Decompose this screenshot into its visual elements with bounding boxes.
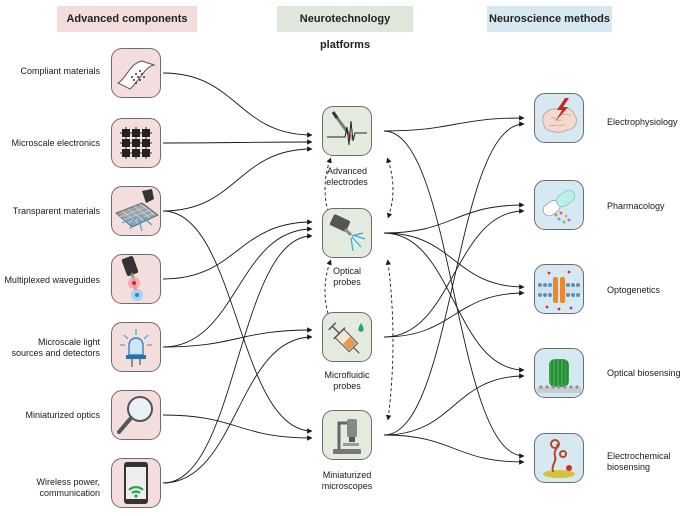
- platform-link-dashed-arrow: [386, 157, 394, 219]
- platform-to-method-arrow: [383, 434, 525, 465]
- header-neuroscience-methods: Neuroscience methods: [487, 6, 612, 32]
- component-to-platform-arrow: [162, 72, 313, 138]
- label-miniaturized-optics: Miniaturized optics: [25, 410, 100, 420]
- component-to-platform-arrow: [162, 139, 313, 145]
- transparent-mesh-icon: [115, 189, 159, 232]
- platform-to-method-arrow: [383, 373, 525, 436]
- smartphone-wireless-icon: [124, 462, 148, 504]
- microscope-icon: [333, 419, 361, 454]
- miniaturized-microscopes-tile: [322, 410, 372, 460]
- miniaturized-optics-tile: [111, 390, 161, 440]
- label-wireless-power: Wireless power, communication: [36, 477, 100, 498]
- syringe-icon: [328, 322, 364, 354]
- ion-channel-membrane-icon: [537, 270, 581, 311]
- platform-to-method-arrow: [383, 115, 525, 132]
- platform-to-method-arrow: [383, 290, 525, 338]
- component-to-platform-arrow: [162, 233, 313, 484]
- label-pharmacology: Pharmacology: [607, 201, 665, 211]
- brain-lightning-icon: [542, 98, 578, 133]
- label-microfluidic-probes: Microfluidic probes: [324, 370, 370, 391]
- magnifying-lens-icon: [117, 396, 153, 434]
- optogenetics-tile: [534, 264, 584, 314]
- transparent-materials-tile: [111, 186, 161, 236]
- optical-probes-tile: [322, 208, 372, 258]
- label-miniaturized-microscopes: Miniaturized microscopes: [321, 470, 373, 491]
- platform-link-dashed-arrow: [385, 259, 394, 421]
- micro-led-icon: [120, 329, 152, 367]
- platform-to-method-arrow: [383, 121, 525, 436]
- label-transparent-materials: Transparent materials: [12, 206, 100, 216]
- electrochemical-biosensing-tile: [534, 433, 584, 483]
- component-to-platform-arrow: [162, 210, 313, 434]
- capsule-icon: [542, 189, 576, 224]
- label-optogenetics: Optogenetics: [607, 285, 661, 295]
- label-multiplexed-waveguides: Multiplexed waveguides: [4, 275, 100, 285]
- aptamer-sensor-icon: [543, 439, 575, 478]
- microscale-electronics-tile: [111, 118, 161, 168]
- platform-link-dashed-arrow: [324, 259, 332, 321]
- label-optical-probes: Optical probes: [332, 266, 361, 287]
- fluorescent-protein-icon: [537, 359, 581, 393]
- header-neurotechnology-platforms: Neurotechnology platforms: [277, 6, 413, 51]
- multiplexed-waveguides-tile: [111, 254, 161, 304]
- component-to-platform-arrow: [162, 327, 313, 348]
- platform-link-dashed-arrow: [324, 157, 332, 219]
- pharmacology-tile: [534, 180, 584, 230]
- microscale-light-sources-tile: [111, 322, 161, 372]
- microchip-array-icon: [120, 127, 152, 159]
- platform-to-method-arrow: [383, 202, 525, 234]
- optical-probe-icon: [329, 214, 366, 252]
- component-to-platform-arrow: [162, 414, 313, 441]
- label-microscale-light-sources: Microscale light sources and detectors: [11, 337, 100, 358]
- waveguide-led-icon: [121, 256, 143, 301]
- platform-to-method-arrow: [383, 232, 525, 290]
- label-electrophysiology: Electrophysiology: [607, 117, 678, 127]
- platform-to-method-arrow: [383, 232, 525, 373]
- component-to-platform-arrow: [162, 226, 313, 348]
- electrode-recording-icon: [327, 111, 367, 146]
- platform-to-method-arrow: [383, 208, 525, 338]
- component-to-platform-arrow: [162, 334, 313, 484]
- component-to-platform-arrow: [162, 146, 313, 212]
- label-microscale-electronics: Microscale electronics: [11, 138, 100, 148]
- component-to-platform-arrow: [162, 219, 313, 280]
- label-optical-biosensing: Optical biosensing: [607, 368, 681, 378]
- label-advanced-electrodes: Advanced electrodes: [326, 166, 368, 187]
- microfluidic-probes-tile: [322, 312, 372, 362]
- label-electrochemical-biosensing: Electrochemical biosensing: [607, 451, 671, 472]
- wireless-power-tile: [111, 458, 161, 508]
- compliant-materials-tile: [111, 48, 161, 98]
- electrophysiology-tile: [534, 93, 584, 143]
- label-compliant-materials: Compliant materials: [20, 66, 100, 76]
- flexible-electrode-array-icon: [116, 60, 156, 90]
- header-advanced-components: Advanced components: [57, 6, 197, 32]
- optical-biosensing-tile: [534, 348, 584, 398]
- platform-to-method-arrow: [383, 130, 525, 459]
- advanced-electrodes-tile: [322, 106, 372, 156]
